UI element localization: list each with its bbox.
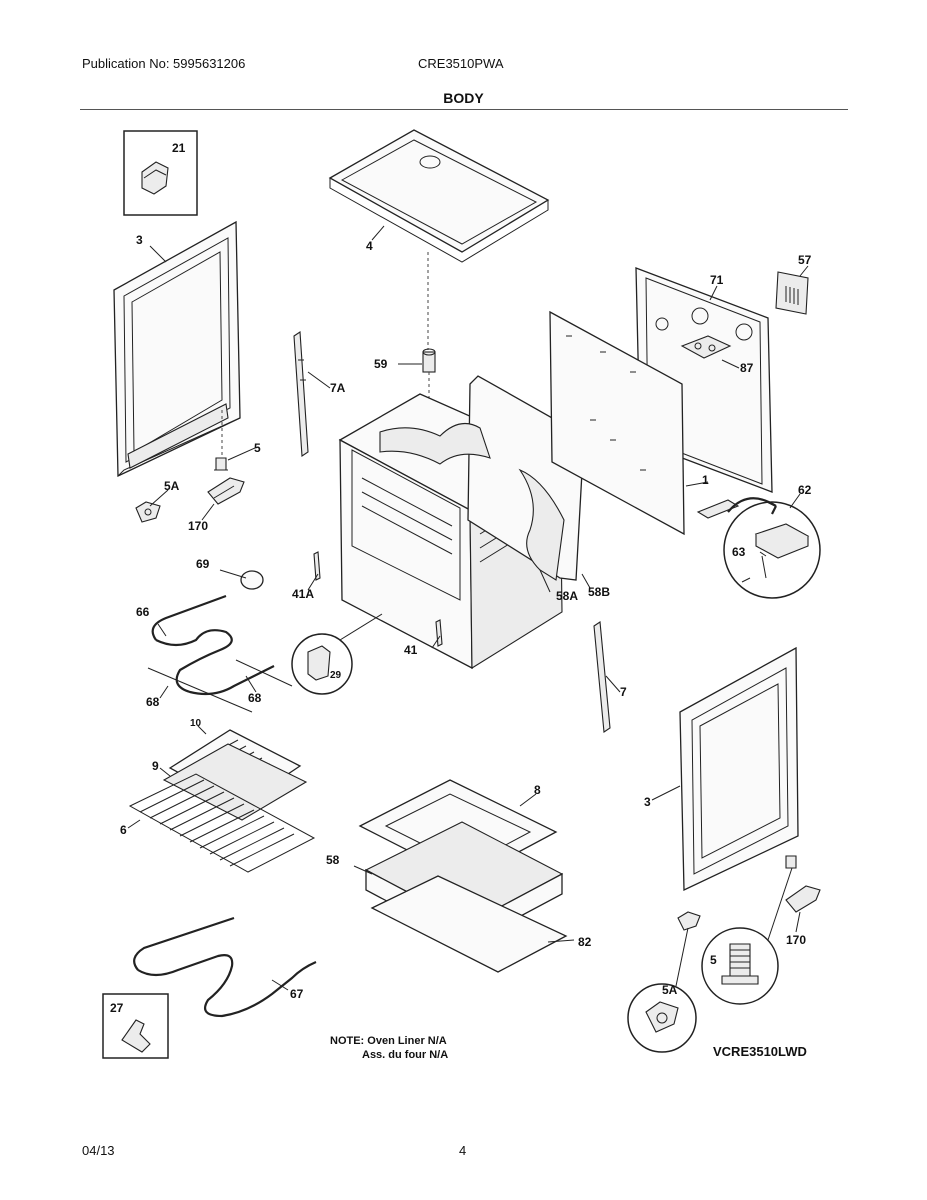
leader-lines [127,225,809,991]
part-1-rear-panel [549,310,685,536]
callout-5-left: 5 [254,441,261,455]
callout-7A: 7A [330,381,346,395]
callout-57: 57 [798,253,812,267]
note-line-2: Ass. du four N/A [362,1049,448,1061]
callout-68-left: 68 [146,695,160,709]
part-5-leveling-leg-inset [701,867,793,1005]
part-29-inset [291,613,383,695]
callout-9: 9 [152,759,159,773]
callout-5A-left: 5A [164,479,180,493]
callout-5A-inset: 5A [662,983,678,997]
callout-59: 59 [374,357,388,371]
publication-number: Publication No: 5995631206 [82,56,246,71]
part-27-inset [102,993,169,1059]
part-7-side-trim-right [593,621,611,733]
callout-8: 8 [534,783,541,797]
callout-82: 82 [578,935,592,949]
callout-1: 1 [702,473,709,487]
part-170-bracket-left [207,477,245,505]
callout-29: 29 [330,670,342,681]
part-82-bottom-panel [370,875,568,973]
part-41A-rack-support [313,551,321,581]
callout-4: 4 [366,239,373,253]
callout-3-left: 3 [136,233,143,247]
note-line-1: NOTE: Oven Liner N/A [330,1035,447,1047]
part-6-oven-rack [128,773,316,873]
callout-69: 69 [196,557,210,571]
part-5A-leg-bracket-right [677,911,701,931]
part-5-leveling-leg-right [785,855,797,869]
part-5A-leg-bracket-left [135,501,161,523]
callout-27: 27 [110,1001,124,1015]
callout-68-right: 68 [248,691,262,705]
callout-10: 10 [190,718,202,729]
part-5A-leg-bracket-inset [627,927,697,1053]
part-62-terminal-inset [696,497,821,599]
part-21-inset [123,130,198,216]
part-59-vent-tube [422,348,436,373]
callout-21: 21 [172,141,186,155]
page-number: 4 [459,1143,467,1158]
part-5-leveling-leg-left [214,457,228,471]
footer-date: 04/13 [82,1143,115,1158]
callout-87: 87 [740,361,754,375]
part-68-wire-harness-b [235,659,293,687]
callout-58B: 58B [588,585,610,599]
callout-6: 6 [120,823,127,837]
part-68-wire-harness-a [147,667,253,713]
part-4-cooktop-base [328,129,550,263]
callout-71: 71 [710,273,724,287]
callout-41: 41 [404,643,418,657]
callout-62: 62 [798,483,812,497]
diagram-code: VCRE3510LWD [713,1044,807,1059]
callout-3-right: 3 [644,795,651,809]
part-69-light-lens [240,570,264,590]
callout-58: 58 [326,853,340,867]
callout-67: 67 [290,987,304,1001]
header-divider [80,109,848,110]
part-3-right-side-panel [679,646,799,892]
model-number: CRE3510PWA [418,56,504,71]
part-3-left-side-panel [113,220,241,478]
part-7A-side-trim-left [293,331,309,457]
callout-58A: 58A [556,589,578,603]
callout-170-left: 170 [188,519,208,533]
callout-7: 7 [620,685,627,699]
section-title: BODY [443,90,484,106]
callout-170-right: 170 [786,933,806,947]
part-67-broil-element [133,916,317,1018]
part-66-bake-element [151,594,275,696]
part-170-bracket-right [785,885,821,913]
callout-41A: 41A [292,587,314,601]
callout-66: 66 [136,605,150,619]
part-57-vent-cover [775,271,809,315]
callout-5-inset: 5 [710,953,717,967]
callout-63: 63 [732,545,746,559]
part-87-terminal-block [680,335,732,359]
